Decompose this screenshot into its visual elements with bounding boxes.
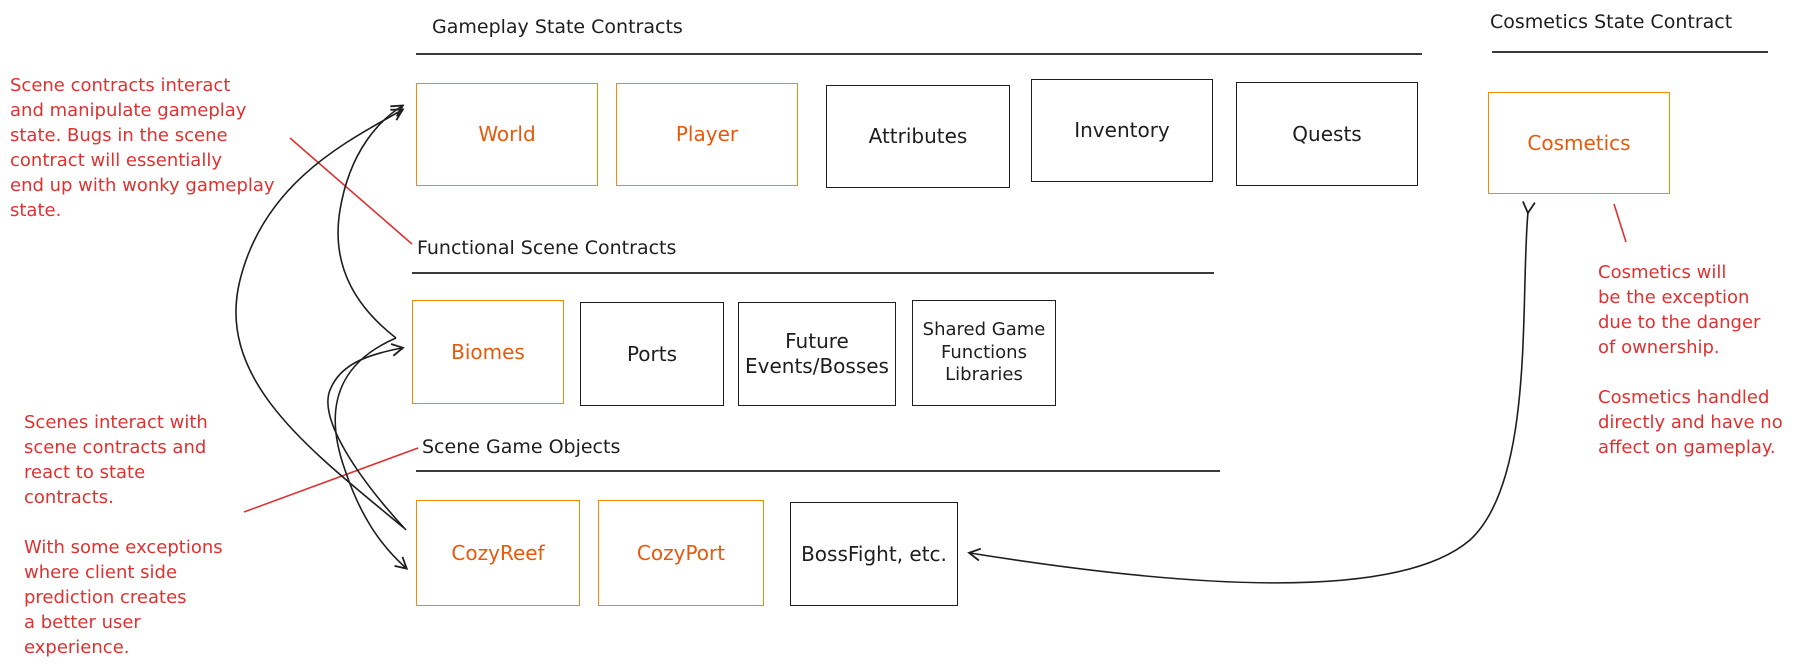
scenes-pointer-line bbox=[243, 447, 419, 513]
inventory-label: Inventory bbox=[1074, 118, 1170, 142]
player-contract-box[interactable]: Player bbox=[616, 83, 798, 186]
cosmetics-contract-box[interactable]: Cosmetics bbox=[1488, 92, 1670, 194]
future-events-label: Future Events/Bosses bbox=[745, 329, 889, 378]
bossfight-label: BossFight, etc. bbox=[801, 541, 947, 566]
future-events-contract-box[interactable]: Future Events/Bosses bbox=[738, 302, 896, 406]
cozyreef-label: CozyReef bbox=[451, 540, 545, 565]
scene-contracts-to-scenes-arrow bbox=[334, 337, 409, 570]
scene-game-objects-heading: Scene Game Objects bbox=[422, 436, 621, 458]
cozyport-label: CozyPort bbox=[636, 540, 726, 565]
scene-contracts-pointer-line bbox=[289, 137, 413, 245]
bossfight-scene-box[interactable]: BossFight, etc. bbox=[790, 502, 958, 606]
scene-contracts-note: Scene contracts interact and manipulate … bbox=[10, 75, 275, 221]
cosmetics-label: Cosmetics bbox=[1527, 130, 1631, 155]
cosmetics-exception-note: Cosmetics will be the exception due to t… bbox=[1598, 262, 1783, 458]
ports-contract-box[interactable]: Ports bbox=[580, 302, 724, 406]
shared-game-functions-label: Shared Game Functions Libraries bbox=[922, 319, 1046, 386]
scenes-interaction-note: Scenes interact with scene contracts and… bbox=[24, 412, 223, 658]
gameplay-state-contracts-heading: Gameplay State Contracts bbox=[432, 16, 683, 38]
scene-contracts-to-gameplay-arrow bbox=[337, 104, 405, 339]
scenes-to-scene-contracts-arrow bbox=[327, 343, 407, 531]
world-label: World bbox=[478, 122, 536, 146]
world-contract-box[interactable]: World bbox=[416, 83, 598, 186]
cosmetics-state-contract-heading: Cosmetics State Contract bbox=[1490, 11, 1733, 33]
attributes-label: Attributes bbox=[868, 124, 968, 148]
cozyreef-scene-box[interactable]: CozyReef bbox=[416, 500, 580, 606]
biomes-contract-box[interactable]: Biomes bbox=[412, 300, 564, 404]
player-label: Player bbox=[675, 122, 739, 146]
ports-label: Ports bbox=[626, 341, 678, 366]
cosmetics-bossfight-arrow bbox=[967, 201, 1536, 584]
quests-label: Quests bbox=[1292, 121, 1362, 146]
shared-game-functions-box[interactable]: Shared Game Functions Libraries bbox=[912, 300, 1056, 406]
quests-contract-box[interactable]: Quests bbox=[1236, 82, 1418, 186]
inventory-contract-box[interactable]: Inventory bbox=[1031, 79, 1213, 182]
cozyport-scene-box[interactable]: CozyPort bbox=[598, 500, 764, 606]
scenes-to-gameplay-arrow bbox=[235, 108, 405, 529]
functional-scene-contracts-heading: Functional Scene Contracts bbox=[417, 237, 677, 259]
biomes-label: Biomes bbox=[451, 339, 525, 364]
attributes-contract-box[interactable]: Attributes bbox=[826, 85, 1010, 188]
cosmetics-pointer-line bbox=[1613, 203, 1627, 243]
